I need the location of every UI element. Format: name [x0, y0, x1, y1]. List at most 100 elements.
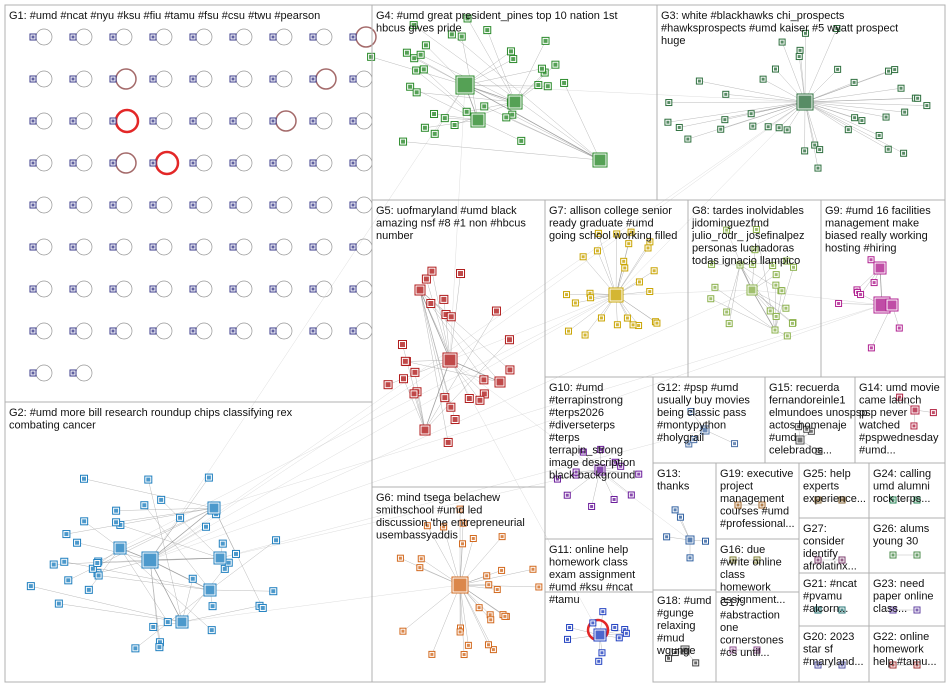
node-avatar	[893, 68, 897, 72]
node-avatar	[231, 161, 235, 165]
node-avatar	[493, 308, 499, 314]
node-avatar	[487, 583, 491, 587]
self-loop	[115, 280, 133, 298]
node-avatar	[704, 539, 708, 543]
group-label-line: G25: help	[803, 468, 851, 480]
edge	[424, 310, 497, 431]
self-loop	[355, 112, 373, 130]
self-loop	[355, 154, 373, 172]
group-label-line: black background	[549, 470, 635, 482]
node-avatar	[351, 245, 355, 249]
node-avatar	[31, 329, 35, 333]
edge	[804, 101, 927, 106]
node-avatar	[624, 631, 628, 635]
edge	[88, 547, 121, 590]
node-avatar	[477, 606, 481, 610]
group-label-line: image description	[549, 457, 635, 469]
edge	[119, 547, 168, 623]
group-label-line: terrapin_strong	[549, 445, 623, 457]
node-avatar	[915, 498, 919, 502]
node-avatar	[111, 329, 115, 333]
node-avatar	[82, 519, 87, 524]
node-avatar	[191, 77, 195, 81]
node-avatar	[428, 300, 434, 306]
node-avatar	[96, 573, 101, 578]
self-loop	[275, 238, 293, 256]
node-avatar	[151, 77, 155, 81]
node-avatar	[565, 493, 569, 497]
node-avatar	[231, 77, 235, 81]
node-avatar	[453, 578, 467, 592]
self-loop	[75, 154, 93, 172]
node-avatar	[204, 524, 209, 529]
node-avatar	[151, 35, 155, 39]
edge	[598, 233, 617, 296]
node-avatar	[809, 429, 813, 433]
group-label-line: #write online	[720, 557, 782, 569]
node-avatar	[177, 617, 187, 627]
node-avatar	[562, 80, 567, 85]
edge	[774, 285, 777, 331]
edge	[149, 84, 466, 561]
group-label-line: G12: #psp #umd	[657, 382, 738, 394]
group-label-line: cornerstones	[720, 635, 784, 647]
node-avatar	[461, 521, 465, 525]
edge	[464, 68, 542, 86]
node-avatar	[311, 245, 315, 249]
edge	[459, 584, 469, 646]
edge	[804, 101, 819, 169]
group-label-g13: G13:thanks	[657, 468, 690, 493]
edge	[64, 561, 211, 591]
node-avatar	[891, 663, 895, 667]
node-avatar	[111, 245, 115, 249]
node-avatar	[891, 608, 895, 612]
group-label-line: #maryland...	[803, 656, 864, 668]
edge	[149, 289, 753, 561]
node-avatar	[771, 264, 775, 268]
group-label-line: relaxing	[657, 620, 696, 632]
node-avatar	[56, 601, 61, 606]
edge	[615, 289, 753, 296]
node-avatar	[351, 77, 355, 81]
node-avatar	[816, 663, 820, 667]
node-avatar	[596, 466, 604, 474]
self-loop	[75, 238, 93, 256]
node-avatar	[271, 161, 275, 165]
node-avatar	[401, 629, 405, 633]
node-avatar	[599, 447, 603, 451]
group-label-line: paper online	[873, 591, 934, 603]
node-avatar	[31, 371, 35, 375]
edge	[213, 304, 883, 509]
edge	[615, 247, 649, 296]
node-avatar	[877, 133, 881, 137]
group-label-line: #montypython	[657, 420, 726, 432]
nodes-layer	[26, 14, 937, 669]
node-avatar	[613, 460, 617, 464]
edge	[804, 69, 895, 103]
node-avatar	[531, 567, 535, 571]
edge	[449, 101, 806, 361]
edge	[804, 101, 887, 118]
group-label-line: smithschool #umd led	[376, 505, 482, 517]
self-loop	[115, 196, 133, 214]
node-avatar	[619, 464, 623, 468]
self-loop	[195, 322, 213, 340]
node-avatar	[798, 48, 802, 52]
node-avatar	[600, 651, 604, 655]
edge	[149, 304, 883, 561]
self-loop	[75, 28, 93, 46]
node-avatar	[902, 151, 906, 155]
self-loop	[235, 112, 253, 130]
edge	[58, 603, 183, 623]
node-avatar	[71, 329, 75, 333]
node-avatar	[421, 67, 426, 72]
group-label-line: assignment...	[720, 594, 785, 606]
edge	[431, 584, 461, 655]
node-avatar	[31, 203, 35, 207]
node-avatar	[588, 291, 592, 295]
edge	[804, 101, 889, 150]
edge	[135, 589, 211, 649]
group-label-line: G9: #umd 16 facilities	[825, 205, 931, 217]
node-avatar	[755, 648, 759, 652]
